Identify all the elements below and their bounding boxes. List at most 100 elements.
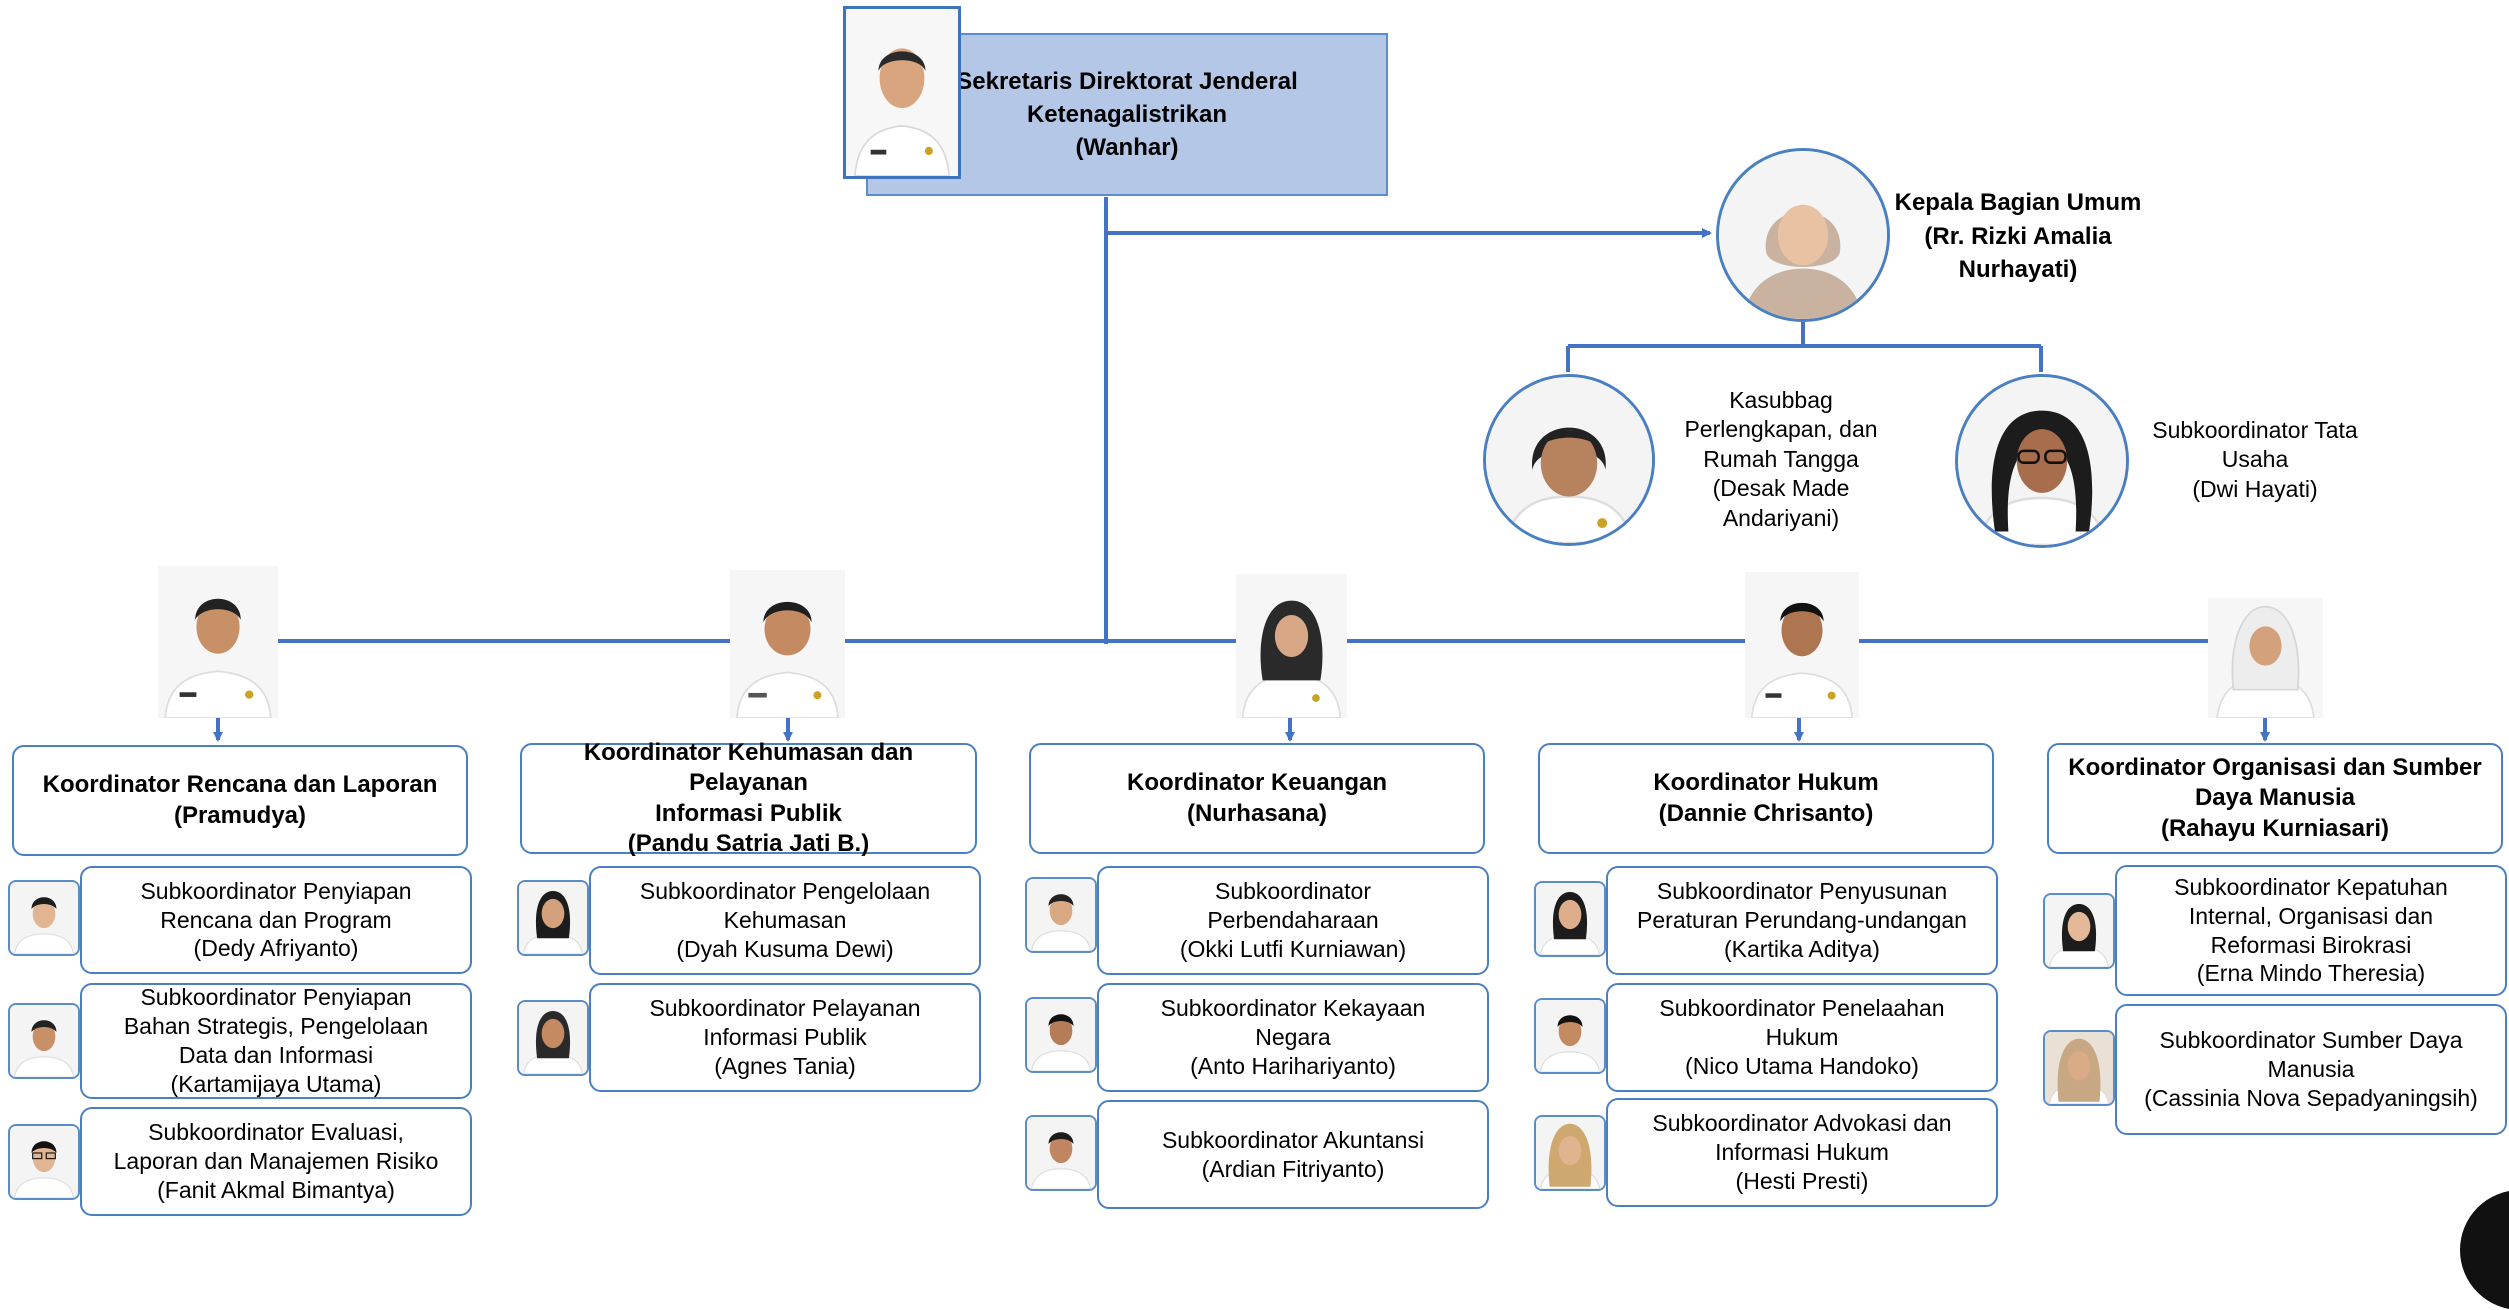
sub-2-2-line2: Informasi Publik <box>703 1024 867 1051</box>
tata-usaha-line3: (Dwi Hayati) <box>2192 475 2318 502</box>
sub-4-2-box: Subkoordinator Penelaahan Hukum (Nico Ut… <box>1606 983 1998 1092</box>
tata-usaha-label: Subkoordinator Tata Usaha (Dwi Hayati) <box>2135 416 2375 504</box>
sub-4-2-line2: Hukum <box>1765 1024 1839 1051</box>
koordinator-1-title: Koordinator Rencana dan Laporan <box>42 771 438 799</box>
sub-4-1-box: Subkoordinator Penyusunan Peraturan Peru… <box>1606 866 1998 975</box>
sub-2-1-box: Subkoordinator Pengelolaan Kehumasan (Dy… <box>589 866 981 975</box>
sub-1-2-line1: Subkoordinator Penyiapan <box>140 984 412 1011</box>
sub-5-2-box: Subkoordinator Sumber Daya Manusia (Cass… <box>2115 1004 2507 1135</box>
sub-3-1-photo <box>1025 877 1097 953</box>
sub-4-1-line2: Peraturan Perundang-undangan <box>1637 907 1967 934</box>
sub-4-3-photo <box>1534 1115 1606 1191</box>
connector-lines <box>213 197 2270 742</box>
sub-4-3-line2: Informasi Hukum <box>1715 1139 1889 1166</box>
sub-5-1-photo <box>2043 893 2115 969</box>
sekretaris-photo <box>843 6 961 179</box>
sub-4-1-line3: (Kartika Aditya) <box>1724 935 1880 962</box>
sub-3-3-line1: Subkoordinator Akuntansi <box>1161 1126 1425 1153</box>
sub-4-3-line1: Subkoordinator Advokasi dan <box>1652 1110 1952 1137</box>
sub-5-2-photo <box>2043 1030 2115 1106</box>
kabag-title: Kepala Bagian Umum <box>1894 189 2142 216</box>
koordinator-2-box: Koordinator Kehumasan dan Pelayanan Info… <box>520 739 977 857</box>
sub-1-2-line3: Data dan Informasi <box>178 1042 374 1068</box>
kasubbag-line1: Kasubbag <box>1729 387 1833 413</box>
koordinator-4-name: (Dannie Chrisanto) <box>1658 799 1874 827</box>
sub-3-2-box: Subkoordinator Kekayaan Negara (Anto Har… <box>1097 983 1489 1092</box>
sub-3-2-line2: Negara <box>1255 1024 1331 1051</box>
sub-3-2-line3: (Anto Harihariyanto) <box>1190 1052 1396 1079</box>
sub-1-1-photo <box>8 880 80 956</box>
kasubbag-line2: Perlengkapan, dan <box>1684 416 1878 443</box>
sub-3-2-photo <box>1025 997 1097 1073</box>
sub-1-3-photo <box>8 1124 80 1200</box>
sub-2-2-photo <box>517 1000 589 1076</box>
sub-3-2-line1: Subkoordinator Kekayaan <box>1160 995 1426 1022</box>
koordinator-1-photo <box>158 566 278 718</box>
sekretaris-name: (Wanhar) <box>1075 134 1179 162</box>
sub-1-3-line2: Laporan dan Manajemen Risiko <box>113 1148 439 1175</box>
koordinator-2-photo <box>730 570 845 718</box>
sub-2-1-line2: Kehumasan <box>723 907 847 934</box>
sub-2-1-line1: Subkoordinator Pengelolaan <box>639 878 931 905</box>
koordinator-3-box: Koordinator Keuangan (Nurhasana) <box>1029 743 1485 854</box>
kasubbag-photo <box>1483 374 1655 546</box>
sub-1-3-line1: Subkoordinator Evaluasi, <box>148 1119 404 1146</box>
koordinator-2-title-line2: Informasi Publik <box>655 799 842 827</box>
sub-2-1-line3: (Dyah Kusuma Dewi) <box>676 935 894 962</box>
sub-1-1-box: Subkoordinator Penyiapan Rencana dan Pro… <box>80 866 472 974</box>
koordinator-5-photo <box>2208 598 2323 718</box>
sub-1-2-box: Subkoordinator Penyiapan Bahan Strategis… <box>80 983 472 1099</box>
koordinator-1-box: Koordinator Rencana dan Laporan (Pramudy… <box>12 745 468 856</box>
sekretaris-title-line2: Ketenagalistrikan <box>1026 100 1228 128</box>
koordinator-1-name: (Pramudya) <box>173 801 307 829</box>
koordinator-4-photo <box>1745 572 1859 718</box>
sub-4-2-line3: (Nico Utama Handoko) <box>1685 1052 1919 1079</box>
tata-usaha-line1: Subkoordinator Tata <box>2152 417 2358 443</box>
sub-1-1-line2: Rencana dan Program <box>160 906 392 933</box>
kabag-name-line1: (Rr. Rizki Amalia <box>1924 222 2112 250</box>
koordinator-5-title-line1: Koordinator Organisasi dan Sumber <box>2068 754 2482 782</box>
sub-2-2-line1: Subkoordinator Pelayanan <box>649 995 921 1022</box>
kabag-name-line2: Nurhayati) <box>1958 256 2078 284</box>
sub-3-3-box: Subkoordinator Akuntansi (Ardian Fitriya… <box>1097 1100 1489 1209</box>
sub-4-1-photo <box>1534 881 1606 957</box>
tata-usaha-photo <box>1955 374 2129 548</box>
koordinator-3-photo <box>1236 574 1347 718</box>
sub-1-2-line2: Bahan Strategis, Pengelolaan <box>123 1013 429 1040</box>
sub-3-1-line2: Perbendaharaan <box>1207 907 1379 934</box>
sub-1-1-line1: Subkoordinator Penyiapan <box>140 877 412 904</box>
koordinator-5-box: Koordinator Organisasi dan Sumber Daya M… <box>2047 743 2503 854</box>
sub-3-1-line3: (Okki Lutfi Kurniawan) <box>1179 935 1407 962</box>
kasubbag-line3: Rumah Tangga <box>1703 445 1859 472</box>
sub-3-1-line1: Subkoordinator <box>1215 878 1371 905</box>
sub-4-2-line1: Subkoordinator Penelaahan <box>1659 995 1945 1022</box>
sub-1-3-box: Subkoordinator Evaluasi, Laporan dan Man… <box>80 1107 472 1216</box>
kasubbag-label: Kasubbag Perlengkapan, dan Rumah Tangga … <box>1660 386 1902 533</box>
sub-5-2-line1: Subkoordinator Sumber Daya <box>2159 1027 2463 1054</box>
sub-2-1-photo <box>517 880 589 956</box>
koordinator-3-title: Koordinator Keuangan <box>1126 769 1387 797</box>
sub-5-1-line1: Subkoordinator Kepatuhan <box>2174 873 2448 900</box>
sub-2-2-box: Subkoordinator Pelayanan Informasi Publi… <box>589 983 981 1092</box>
sub-5-2-line2: Manusia <box>2267 1056 2355 1083</box>
sub-1-3-line3: (Fanit Akmal Bimantya) <box>157 1176 395 1203</box>
sub-4-2-photo <box>1534 998 1606 1074</box>
sub-5-1-line2: Internal, Organisasi dan <box>2188 902 2434 929</box>
koordinator-2-name: (Pandu Satria Jati B.) <box>627 829 870 857</box>
sub-3-3-photo <box>1025 1115 1097 1191</box>
sub-4-3-line3: (Hesti Presti) <box>1735 1167 1869 1194</box>
sub-5-1-line4: (Erna Mindo Theresia) <box>2196 960 2426 987</box>
sub-5-1-line3: Reformasi Birokrasi <box>2210 931 2412 958</box>
sub-4-3-box: Subkoordinator Advokasi dan Informasi Hu… <box>1606 1098 1998 1207</box>
sub-3-3-line2: (Ardian Fitriyanto) <box>1201 1155 1385 1182</box>
sub-1-2-line4: (Kartamijaya Utama) <box>170 1070 382 1097</box>
sub-5-1-box: Subkoordinator Kepatuhan Internal, Organ… <box>2115 865 2507 996</box>
sub-1-1-line3: (Dedy Afriyanto) <box>193 935 359 962</box>
koordinator-4-box: Koordinator Hukum (Dannie Chrisanto) <box>1538 743 1994 854</box>
kasubbag-line5: Andariyani) <box>1722 504 1840 531</box>
tata-usaha-line2: Usaha <box>2221 446 2289 473</box>
kabag-label: Kepala Bagian Umum (Rr. Rizki Amalia Nur… <box>1888 186 2148 287</box>
kabag-photo <box>1716 148 1890 322</box>
koordinator-5-name: (Rahayu Kurniasari) <box>2160 814 2390 842</box>
kasubbag-line4: (Desak Made <box>1712 475 1850 502</box>
